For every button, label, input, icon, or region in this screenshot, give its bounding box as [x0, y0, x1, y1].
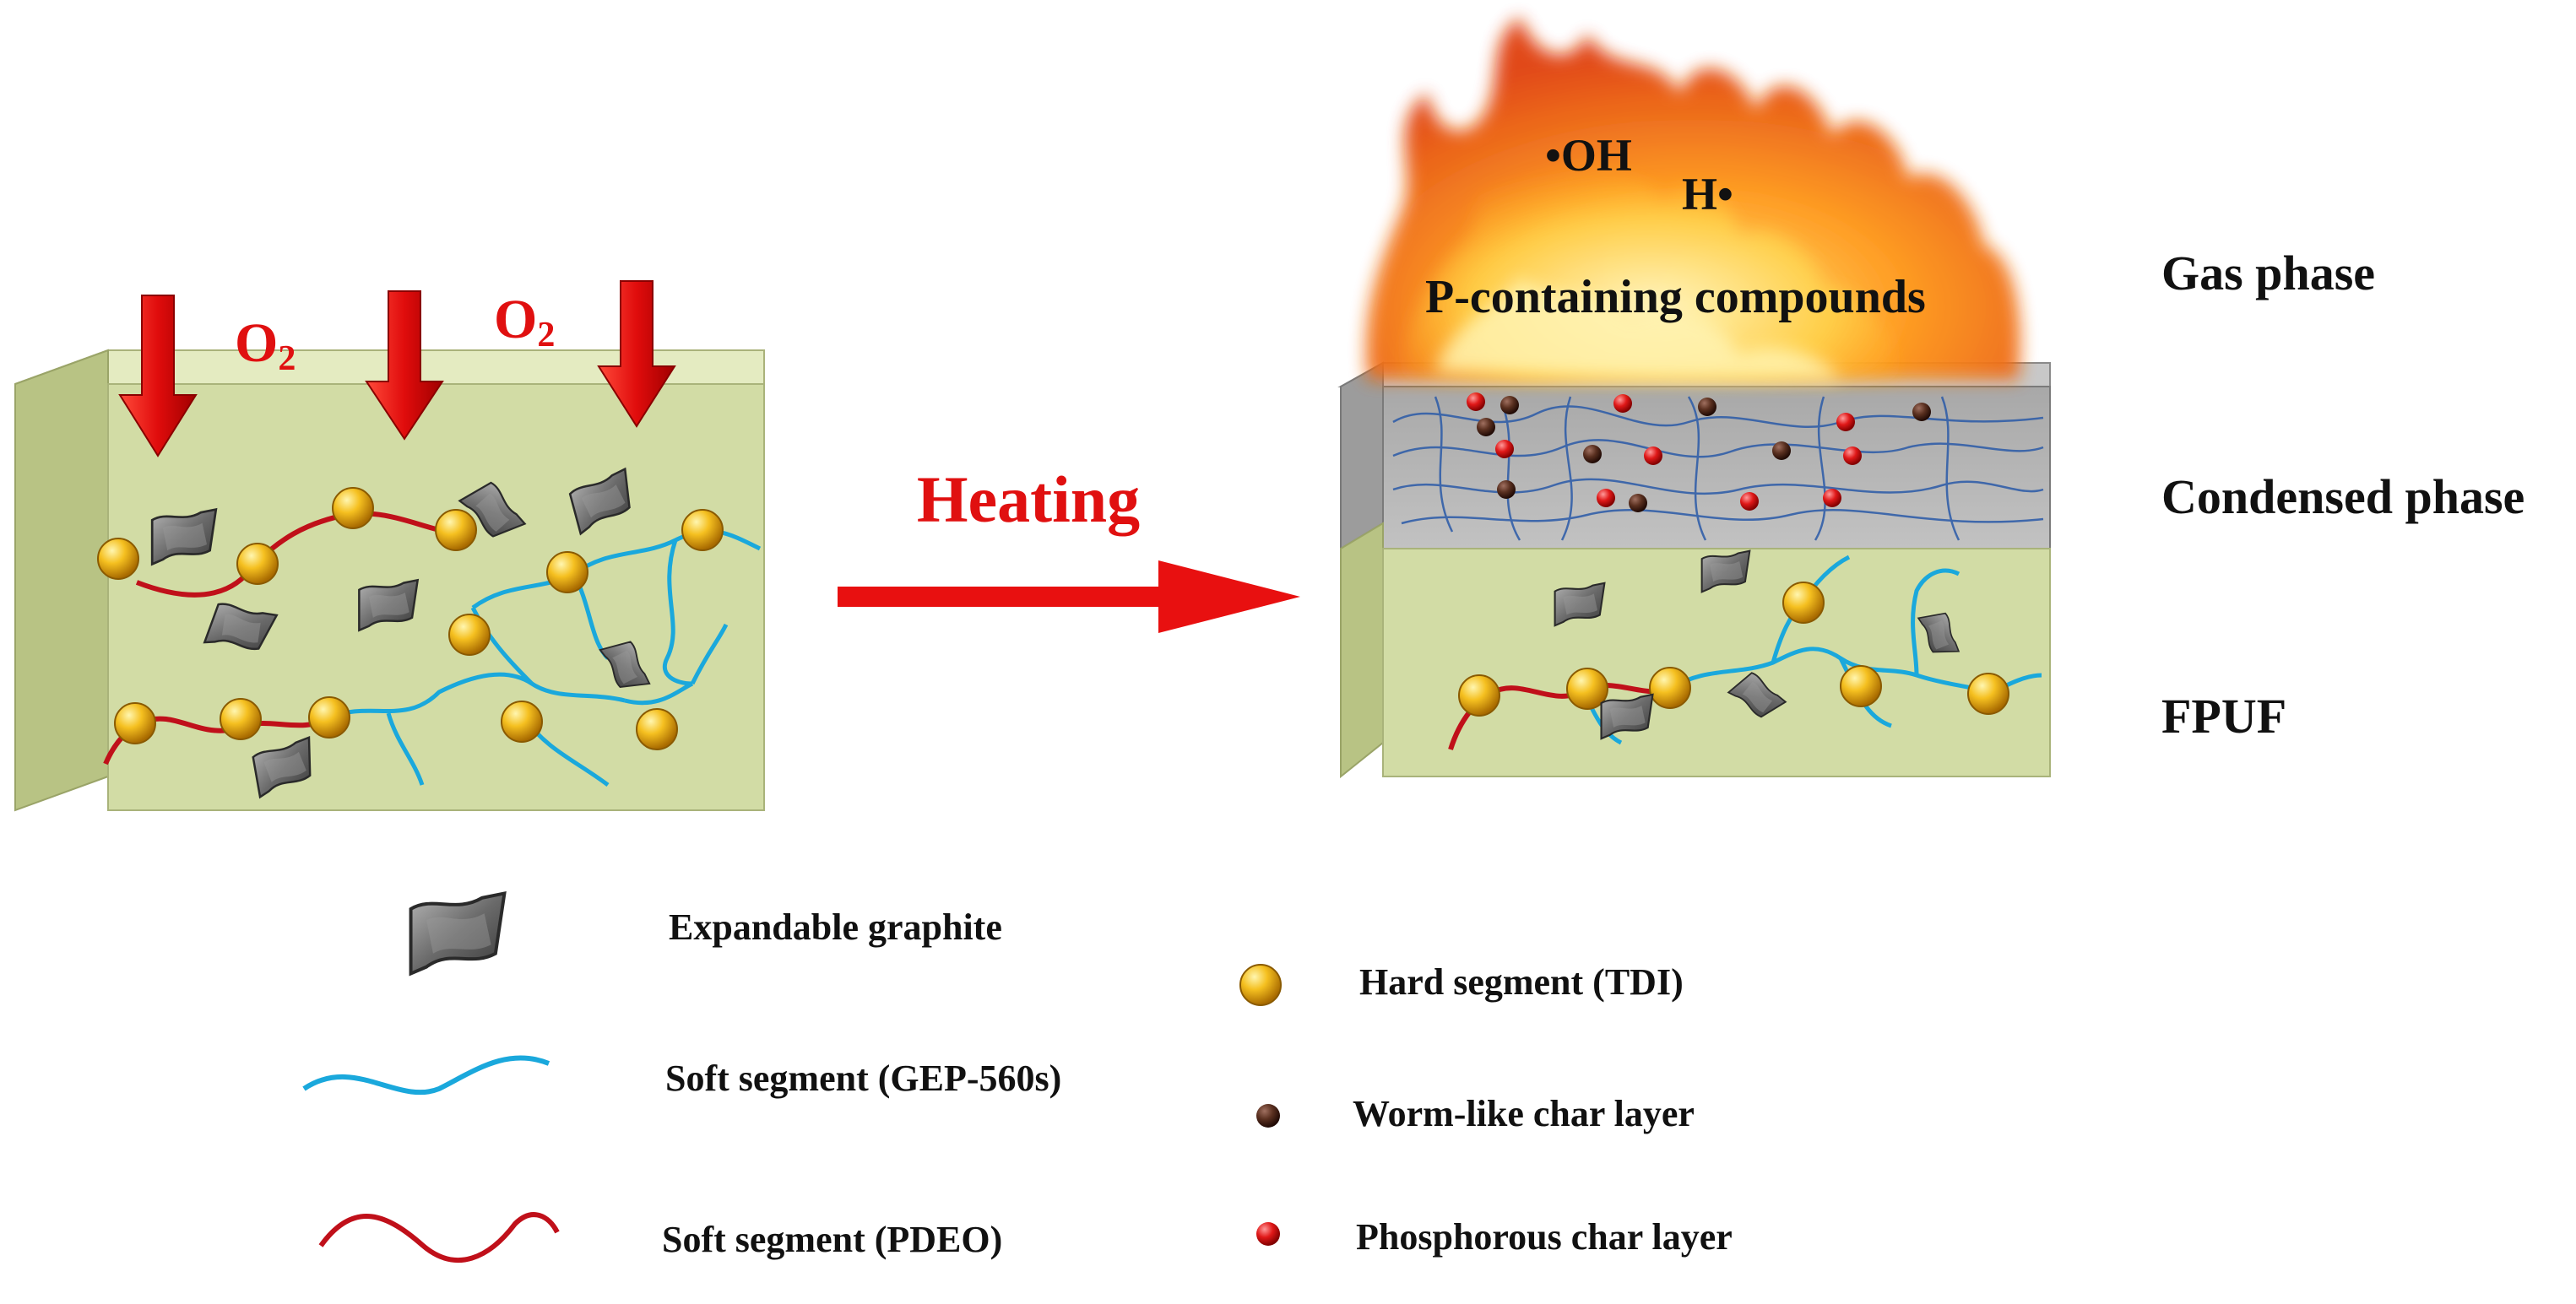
char-layer-side [1340, 361, 1384, 550]
tdi-sphere [236, 543, 279, 585]
tdi-spheres [1458, 582, 2009, 717]
phos-char-particle [1644, 446, 1662, 465]
char-layer-face [1382, 386, 2051, 549]
phos-char-particle [1467, 392, 1485, 411]
radical-oh-label: •OH [1545, 130, 1632, 181]
tdi-sphere [681, 509, 724, 551]
gas-phase-label: Gas phase [2161, 246, 2376, 300]
legend [302, 893, 1282, 1263]
tdi-spheres [97, 487, 724, 750]
heating-label: Heating [917, 463, 1140, 536]
tdi-sphere [501, 701, 543, 743]
legend-phos-label: Phosphorous char layer [1356, 1216, 1733, 1258]
tdi-sphere [1566, 668, 1608, 710]
phos-char-particle [1843, 446, 1862, 465]
legend-gep-label: Soft segment (GEP-560s) [665, 1058, 1062, 1099]
worm-char-particles [1477, 396, 1931, 512]
radical-h-label: H• [1682, 169, 1733, 219]
tdi-sphere [1649, 667, 1691, 709]
right-foam-block: •OH H• P-containing compounds [1337, 17, 2051, 779]
tdi-sphere [448, 614, 491, 656]
legend-tdi-label: Hard segment (TDI) [1359, 961, 1684, 1003]
oxygen-arrows [118, 280, 676, 457]
gep-chain [624, 539, 694, 706]
legend-pdeo-icon [318, 1212, 560, 1263]
phos-char-particle [1836, 413, 1855, 431]
gep-chain [328, 672, 626, 720]
phos-char-particle [1740, 492, 1759, 511]
heating-arrow [838, 560, 1300, 633]
tdi-sphere [114, 702, 156, 744]
oxygen-arrow [597, 280, 676, 428]
worm-char-particle [1698, 398, 1716, 416]
phos-char-particle [1597, 489, 1615, 507]
legend-tdi-icon [1239, 964, 1282, 1006]
tdi-sphere [1458, 674, 1500, 717]
fpuf-label: FPUF [2161, 689, 2287, 744]
legend-gep-icon [302, 1055, 550, 1096]
worm-char-particle [1583, 445, 1602, 463]
right-block-side [1340, 522, 1384, 779]
gas-species-label: P-containing compounds [1425, 271, 1926, 323]
phos-char-particle [1823, 489, 1841, 507]
oxygen-arrow [118, 295, 198, 457]
worm-char-particle [1912, 403, 1931, 421]
phos-char-particle [1495, 440, 1514, 458]
legend-pdeo-label: Soft segment (PDEO) [662, 1219, 1003, 1260]
tdi-sphere [220, 698, 262, 740]
tdi-sphere [546, 551, 588, 593]
tdi-sphere [97, 538, 139, 580]
oxygen-label: O2 [494, 289, 555, 354]
worm-char-particle [1500, 396, 1519, 414]
tdi-sphere [1967, 673, 2009, 715]
tdi-sphere [636, 708, 678, 750]
legend-worm-icon [1256, 1104, 1280, 1128]
right-block-face [1382, 548, 2051, 777]
tdi-sphere [1840, 665, 1882, 707]
oxygen-arrow [365, 290, 444, 441]
phos-char-particle [1613, 394, 1632, 413]
flame [1366, 17, 2020, 380]
left-block-side [14, 349, 109, 812]
oxygen-label: O2 [235, 312, 296, 378]
legend-graphite-icon [411, 893, 505, 973]
tdi-sphere [308, 696, 350, 739]
legend-graphite-label: Expandable graphite [669, 906, 1002, 948]
pdeo-chain [135, 511, 474, 598]
legend-phos-icon [1256, 1222, 1280, 1246]
tdi-sphere [332, 487, 374, 529]
left-foam-block: O2 O2 [14, 280, 765, 812]
tdi-sphere [435, 509, 477, 551]
worm-char-particle [1477, 418, 1495, 436]
legend-worm-label: Worm-like char layer [1353, 1093, 1695, 1134]
tdi-sphere [1782, 582, 1825, 624]
phos-char-particles [1467, 392, 1862, 511]
condensed-phase-label: Condensed phase [2161, 469, 2525, 524]
worm-char-particle [1497, 480, 1516, 499]
worm-char-particle [1772, 441, 1791, 460]
worm-char-particle [1629, 494, 1647, 512]
